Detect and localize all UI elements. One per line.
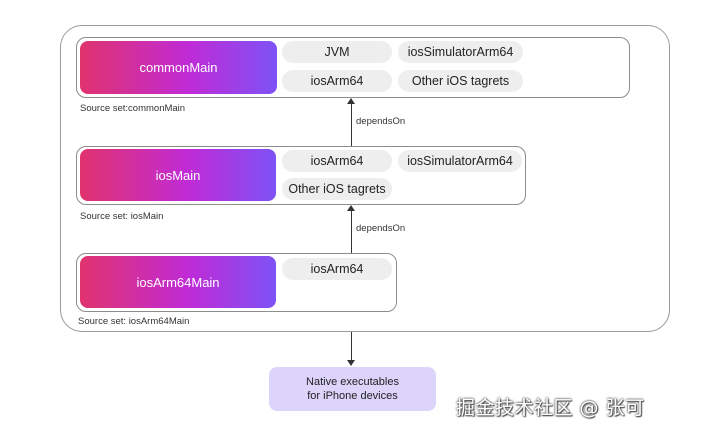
- depends-on-label-1: dependsOn: [356, 116, 406, 127]
- iosmain-target-other-ios: Other iOS tagrets: [282, 178, 392, 200]
- native-executables-box: Native executables for iPhone devices: [269, 367, 436, 411]
- depends-on-label-2: dependsOn: [356, 223, 406, 234]
- iosarm64main-block: iosArm64Main: [80, 256, 276, 308]
- iosarm64main-target-iosarm64: iosArm64: [282, 258, 392, 280]
- output-line: [351, 332, 352, 361]
- native-line-2: for iPhone devices: [307, 390, 398, 402]
- commonmain-caption: Source set:commonMain: [80, 103, 186, 114]
- native-line-1: Native executables: [306, 376, 399, 388]
- iosmain-block: iosMain: [80, 149, 276, 201]
- depends-arrowhead-1: [347, 98, 355, 104]
- depends-line-1: [351, 104, 352, 146]
- commonmain-block: commonMain: [80, 41, 277, 94]
- iosmain-target-iosarm64: iosArm64: [282, 150, 392, 172]
- iosmain-target-iossimulatorarm64: iosSimulatorArm64: [398, 150, 522, 172]
- depends-arrowhead-2: [347, 205, 355, 211]
- depends-line-2: [351, 211, 352, 253]
- commonmain-target-iosarm64: iosArm64: [282, 70, 392, 92]
- output-arrowhead: [347, 360, 355, 366]
- commonmain-target-iossimulatorarm64: iosSimulatorArm64: [398, 41, 523, 63]
- commonmain-target-other-ios: Other iOS tagrets: [398, 70, 523, 92]
- commonmain-target-jvm: JVM: [282, 41, 392, 63]
- watermark: 掘金技术社区 @ 张可: [456, 397, 645, 419]
- iosmain-caption: Source set: iosMain: [80, 211, 164, 222]
- iosarm64main-caption: Source set: iosArm64Main: [78, 316, 190, 327]
